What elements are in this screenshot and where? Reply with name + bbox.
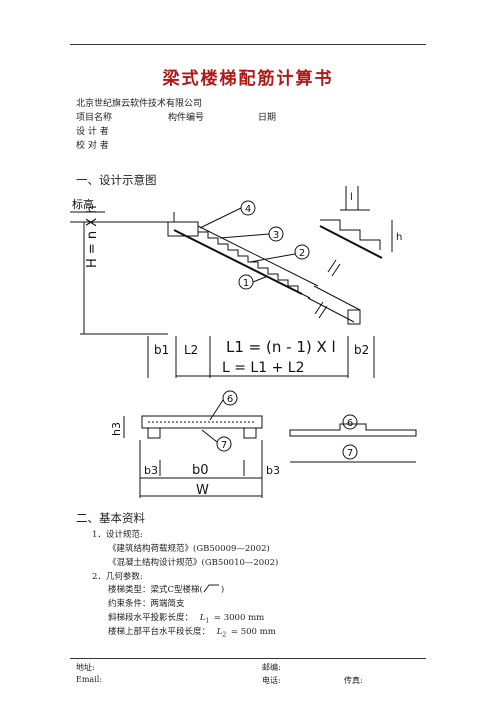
dim-l-formula: L = L1 + L2 xyxy=(222,360,304,376)
marker-7: 7 xyxy=(221,440,227,451)
height-label: H = n X h xyxy=(85,205,100,268)
right-marker-6: 6 xyxy=(347,418,353,429)
marker-6-circle xyxy=(222,390,238,406)
footer-postcode: 邮编: xyxy=(262,663,281,672)
geometry-item-label: 2．几何参数: xyxy=(92,572,143,582)
marker-4-leader xyxy=(199,207,242,229)
designer-label: 设 计 者 xyxy=(76,127,109,137)
section-heading-basic-data: 二、基本资料 xyxy=(76,511,145,525)
project-name-label: 项目名称 xyxy=(76,113,113,123)
detail-steps xyxy=(320,219,381,250)
marker-7-leader xyxy=(201,429,218,443)
right-marker-7: 7 xyxy=(347,448,353,459)
break-mark-4 xyxy=(318,305,328,319)
l1-symbol: L xyxy=(199,613,206,623)
detail-h-label: h xyxy=(396,232,402,243)
stair-type-glyph-icon xyxy=(203,584,219,593)
company-name: 北京世纪旗云软件技术有限公司 xyxy=(76,99,203,109)
l2-value: = 500 mm xyxy=(230,627,276,637)
break-mark-2 xyxy=(331,263,341,277)
h3-label: h3 xyxy=(110,422,123,436)
marker-1: 1 xyxy=(243,278,249,289)
right-slab xyxy=(289,423,417,437)
dim-b3-right: b3 xyxy=(266,464,280,477)
load-code: 《建筑结构荷载规范》(GB50009—2002) xyxy=(108,544,270,554)
elevation-label: 标高 xyxy=(72,197,94,211)
l2-line: 楼梯上部平台水平段长度： L2 = 500 mm xyxy=(108,625,276,639)
marker-2: 2 xyxy=(299,248,305,259)
marker-4: 4 xyxy=(245,204,251,215)
checker-label: 校 对 者 xyxy=(76,141,109,151)
section-slab xyxy=(141,415,263,429)
bottom-support xyxy=(347,309,361,325)
dim-b3-left: b3 xyxy=(144,464,158,477)
marker-6: 6 xyxy=(227,394,233,405)
dim-b1: b1 xyxy=(154,343,169,357)
l1-sub: 1 xyxy=(205,617,210,625)
dim-l2: L2 xyxy=(184,343,198,357)
l1-label: 斜梯段水平投影长度： xyxy=(108,613,194,623)
header-rule xyxy=(70,44,426,45)
code-item-label: 1．设计规范: xyxy=(92,530,143,540)
dim-w: W xyxy=(196,483,209,498)
marker-7-circle xyxy=(216,436,232,452)
constraint-line: 约束条件：两端简支 xyxy=(108,599,185,609)
right-marker-7-circle xyxy=(342,444,358,460)
footer-email: Email: xyxy=(76,675,103,684)
marker-2-circle xyxy=(294,244,310,260)
marker-6-leader xyxy=(209,399,224,421)
detail-l-label: l xyxy=(350,192,353,203)
marker-3: 3 xyxy=(273,230,279,241)
marker-1-leader xyxy=(252,275,269,283)
marker-2-leader xyxy=(249,253,296,263)
dim-b2: b2 xyxy=(354,343,369,357)
component-number-label: 构件编号 xyxy=(168,113,205,123)
break-mark-3 xyxy=(314,301,324,315)
stair-type-line: 楼梯类型：梁式C型楼梯() xyxy=(108,583,224,595)
break-mark-1 xyxy=(327,259,337,273)
stair-steps xyxy=(197,226,299,292)
document-info: 北京世纪旗云软件技术有限公司 项目名称 构件编号 日期 设 计 者 校 对 者 xyxy=(76,98,406,158)
l1-line: 斜梯段水平投影长度： L1 = 3000 mm xyxy=(108,611,264,625)
document-title: 梁式楼梯配筋计算书 xyxy=(162,69,334,89)
footer-rule xyxy=(70,658,426,659)
stair-type-close: ) xyxy=(220,585,225,595)
l1-value: = 3000 mm xyxy=(213,613,265,623)
right-marker-6-circle xyxy=(342,414,358,430)
section-beam-left xyxy=(147,427,161,439)
footer-phone: 电话: xyxy=(262,676,281,685)
section-heading-design-diagram: 一、设计示意图 xyxy=(76,173,157,187)
date-label: 日期 xyxy=(258,113,277,123)
stair-type: 楼梯类型：梁式C型楼梯( xyxy=(108,585,203,595)
footer-address: 地址: xyxy=(76,663,95,672)
l2-sub: 2 xyxy=(222,631,227,639)
cross-section-diagram: h3 6 7 6 7 b3 b0 b3 W xyxy=(110,390,417,498)
dim-b0: b0 xyxy=(192,463,209,478)
dim-l1-formula: L1 = (n - 1) X l xyxy=(226,338,336,356)
lower-slab-top xyxy=(313,285,361,311)
l2-symbol: L xyxy=(216,627,223,637)
stair-slab-top xyxy=(197,225,319,287)
detail-rebar xyxy=(319,225,383,259)
footer-fax: 传真: xyxy=(344,676,363,685)
concrete-code: 《混凝土结构设计规范》(GB50010—2002) xyxy=(108,558,279,568)
section-beam-right xyxy=(243,427,257,439)
rebar-main xyxy=(173,229,303,295)
marker-3-leader xyxy=(219,233,270,239)
l2-label: 楼梯上部平台水平段长度： xyxy=(108,627,211,637)
stair-elevation-diagram: 标高 H = n X h 4 3 2 1 xyxy=(70,186,402,378)
lower-slab-bottom xyxy=(307,297,355,323)
